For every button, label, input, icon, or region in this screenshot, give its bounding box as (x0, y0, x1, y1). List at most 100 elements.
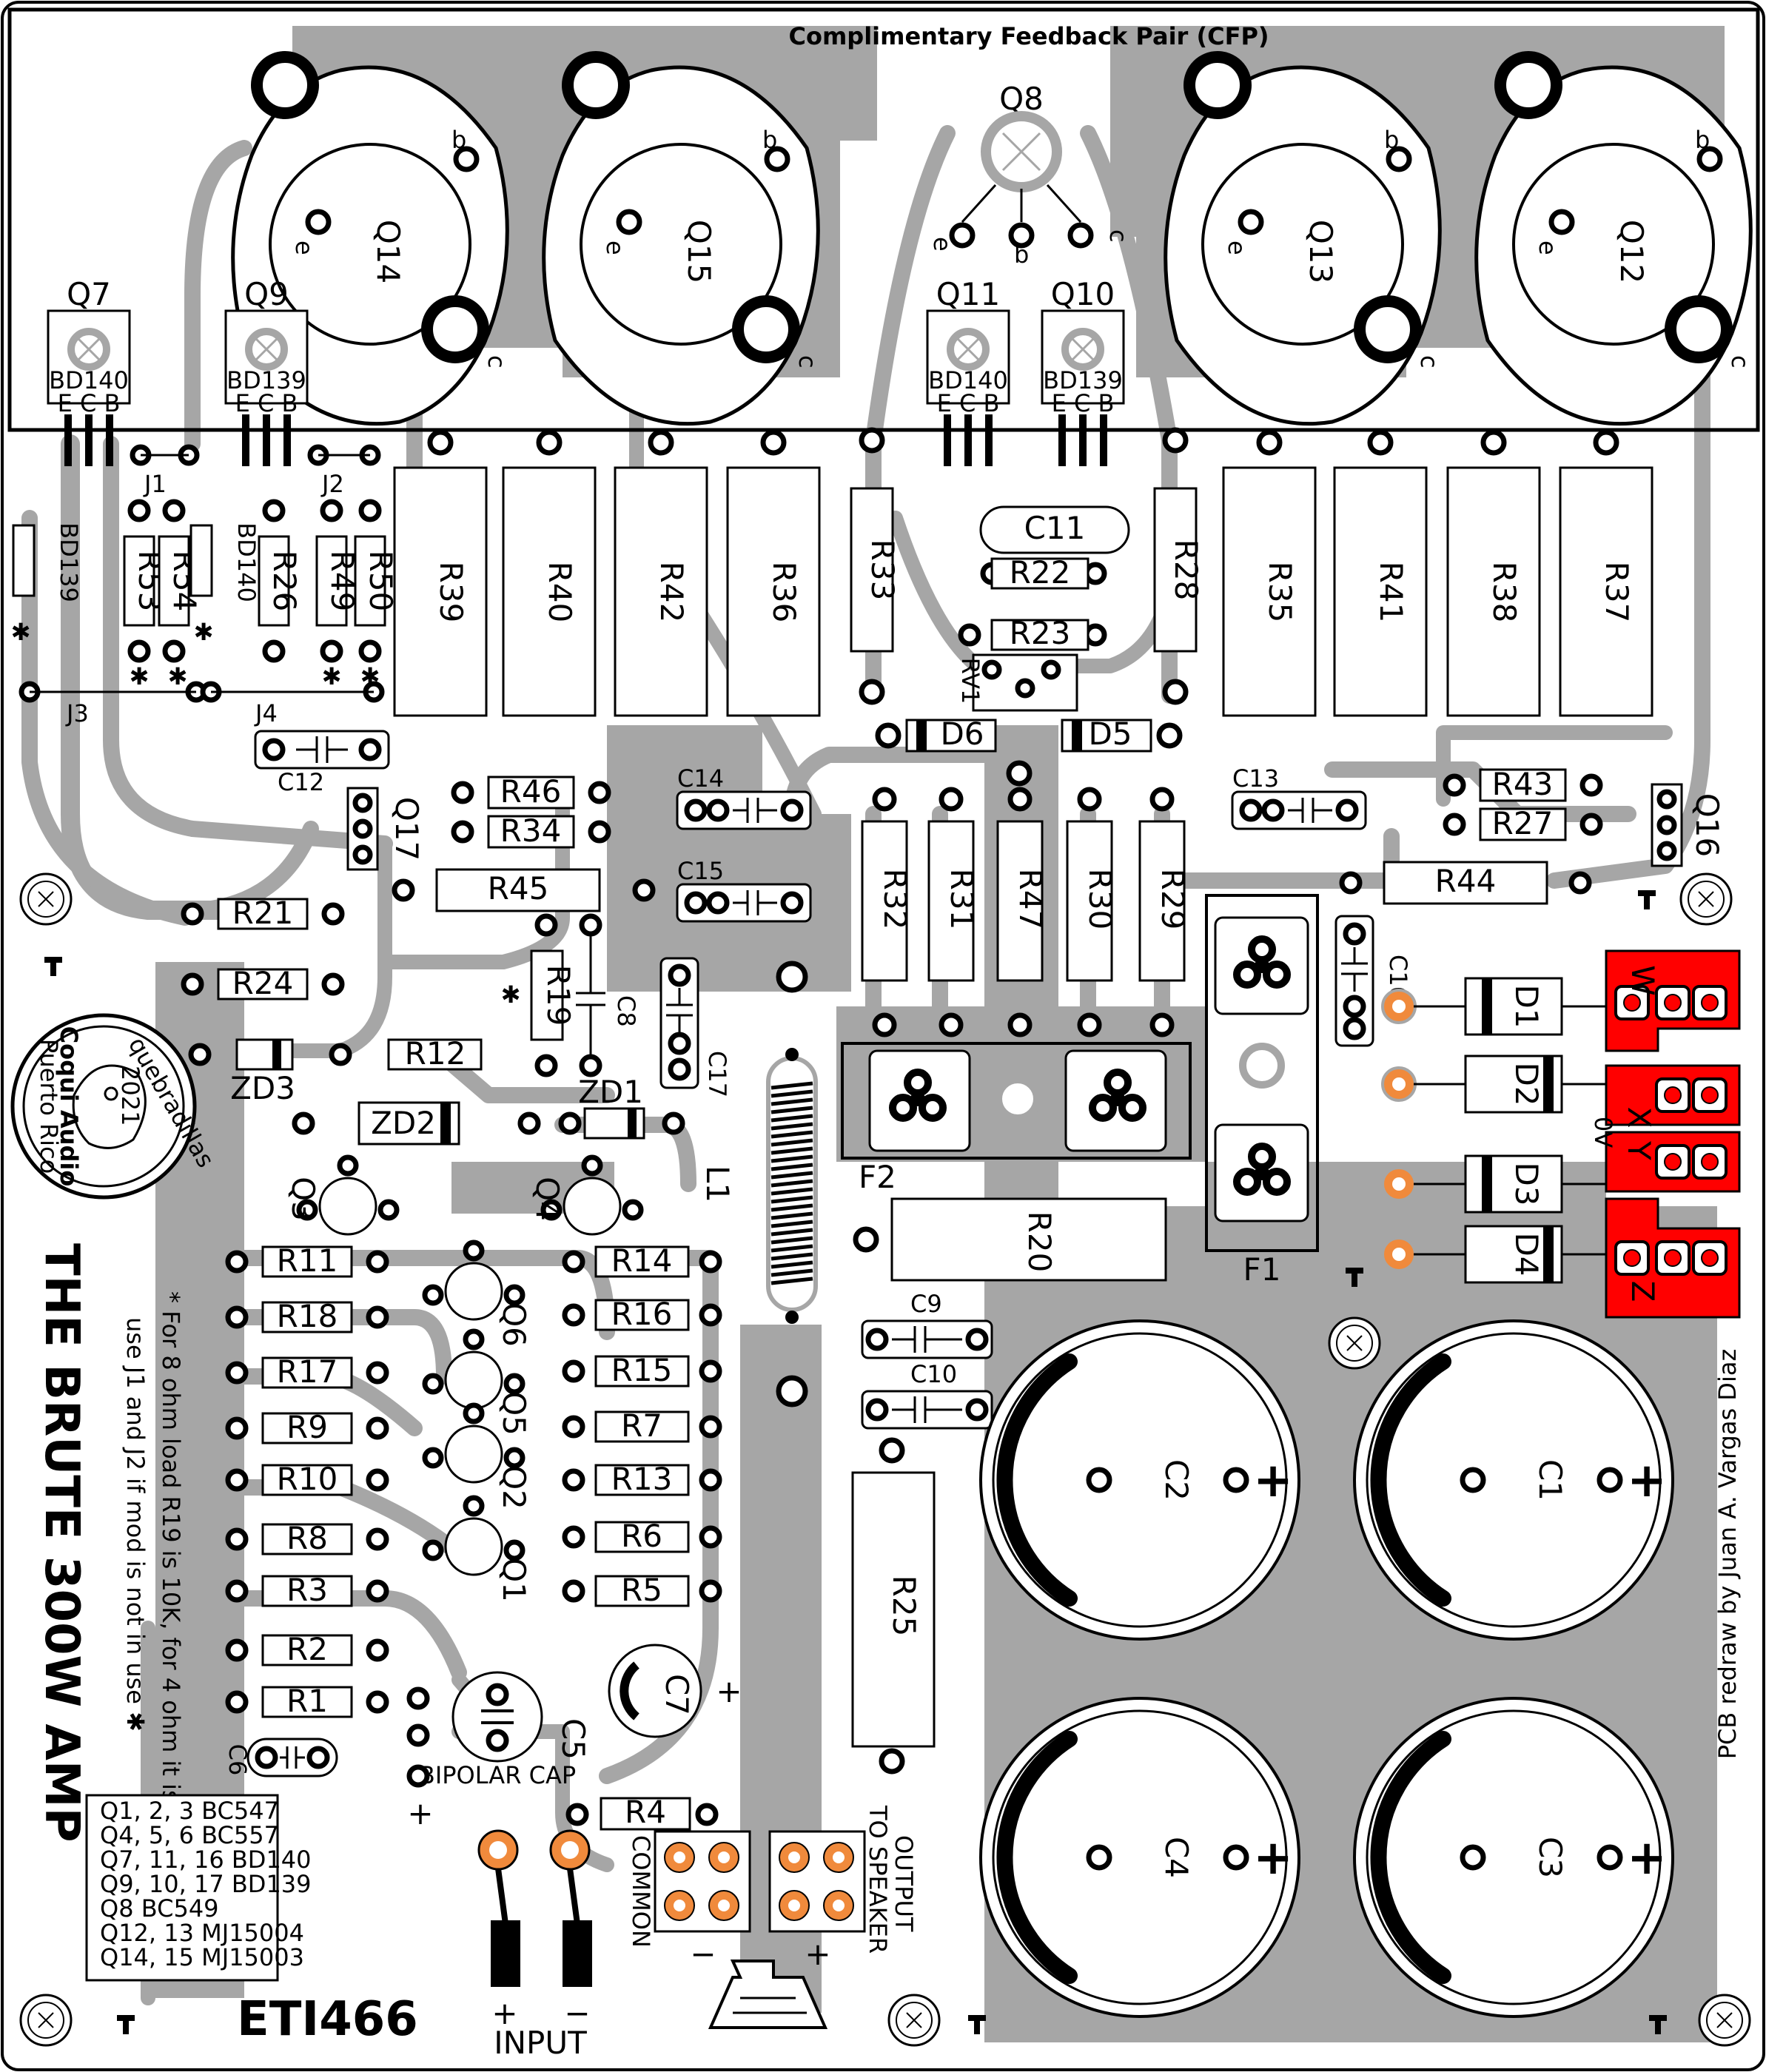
inductor-l1: L1 (699, 961, 818, 1407)
side-bd139-left: BD139 ✱ BD140 ✱ ✱ ✱ ✱ ✱ (11, 522, 380, 690)
q13-pin-e: e (1223, 240, 1251, 255)
input-capacitors: C6 C5 BIPOLAR CAP C7 + + (224, 1644, 742, 1832)
q3-label: Q3 (285, 1177, 321, 1221)
r23-label: R23 (1010, 615, 1071, 651)
q8-pin-b: b (1014, 240, 1029, 269)
jumper-j1: J1 (143, 470, 167, 498)
r10-label: R10 (277, 1461, 338, 1497)
r31-label: R31 (944, 869, 980, 930)
resistor-r3: R3 (225, 1572, 389, 1608)
r35-label: R35 (1262, 562, 1298, 623)
q12-pin-c: c (1726, 355, 1754, 369)
q10-pins: E C B (1052, 389, 1115, 417)
mounting-hole (887, 1994, 941, 2047)
d6-label: D6 (940, 716, 984, 752)
side-transistors: Q17 Q16 (346, 783, 1725, 871)
q15-pin-c: c (793, 355, 822, 369)
resistor-r24: R24 (181, 965, 345, 1001)
q15-label: Q15 (681, 220, 717, 284)
legend-line: Q9, 10, 17 BD139 (100, 1870, 312, 1898)
supply-connector: W X Y 0V Z (1589, 949, 1741, 1319)
r19-label: R19 (540, 965, 577, 1026)
bias-network: R33 R28 C11 R22 R23 RV1 (850, 427, 1204, 712)
c4-label: C4 (1158, 1837, 1195, 1878)
q15-pin-e: e (601, 240, 629, 255)
q4-label: Q4 (529, 1177, 565, 1221)
q11-type: BD140 (928, 366, 1008, 394)
r17-label: R17 (277, 1353, 338, 1390)
resistor-r7: R7 (562, 1407, 722, 1444)
r20-resistor: R20 (853, 1197, 1167, 1282)
resistor-r47: R47 (996, 787, 1049, 1037)
resistor-r13: R13 (562, 1461, 722, 1497)
c12-label: C12 (278, 768, 324, 796)
r14-label: R14 (611, 1242, 673, 1279)
side-tag-left: BD139 (55, 522, 83, 602)
resistor-r21: R21 (181, 895, 345, 931)
r21-label: R21 (232, 895, 294, 931)
r4-label: R4 (625, 1794, 666, 1830)
q17-label: Q17 (389, 797, 425, 861)
resistor-r26: R26 (258, 499, 303, 663)
mounting-holes (19, 872, 1751, 2047)
c7-label: C7 (659, 1674, 695, 1715)
output-label: OUTPUT (890, 1835, 918, 1932)
resistor-r42: R42 (614, 429, 708, 717)
star-mark-2: ✱ (194, 618, 214, 646)
r45-label: R45 (488, 870, 549, 906)
q10-label: Q10 (1051, 276, 1115, 312)
c3-plus: + (1627, 1831, 1667, 1886)
q13-label: Q13 (1303, 220, 1339, 284)
r9-label: R9 (286, 1409, 328, 1445)
logo-place: Puerto Rico (35, 1039, 63, 1174)
legend-line: Q4, 5, 6 BC557 (100, 1821, 279, 1849)
q13-pin-c: c (1415, 355, 1443, 369)
resistor-r2: R2 (225, 1631, 389, 1667)
r43-label: R43 (1492, 766, 1554, 802)
q11-label: Q11 (936, 276, 1001, 312)
q8-label: Q8 (999, 81, 1044, 117)
mounting-hole (1698, 1994, 1751, 2047)
f1-label: F1 (1243, 1251, 1281, 1288)
screw-icon (1649, 2015, 1667, 2034)
star-mark-4: ✱ (168, 662, 188, 690)
diode-d3: D3 (1381, 1154, 1614, 1214)
c6-label: C6 (224, 1744, 252, 1776)
resistor-r50: R50 (354, 499, 399, 663)
q12-label: Q12 (1614, 220, 1650, 284)
r40-label: R40 (542, 562, 578, 623)
q11-pins: E C B (937, 389, 1000, 417)
terminal-y: Y (1621, 1140, 1657, 1160)
frog-icon (72, 1064, 147, 1149)
c2-label: C2 (1158, 1459, 1195, 1501)
c7-plus: + (716, 1673, 742, 1709)
r12-label: R12 (405, 1035, 466, 1072)
terminal-w: W (1625, 965, 1661, 996)
r20-label: R20 (1021, 1211, 1058, 1273)
r13-label: R13 (611, 1461, 673, 1497)
q8-pin-e: e (928, 237, 956, 252)
q15-pin-b: b (762, 126, 777, 154)
c8-label: C8 (612, 995, 640, 1027)
capacitor-c3: C3+ (1353, 1697, 1674, 2018)
jumper-j3: J3 (65, 699, 89, 727)
output-label-2: TO SPEAKER (864, 1805, 892, 1954)
board-title: THE BRUTE 300W AMP (34, 1243, 89, 1843)
resistor-r37: R37 (1559, 429, 1653, 717)
mounting-hole (19, 1994, 73, 2047)
r1-label: R1 (286, 1683, 328, 1719)
transistor-q1: Q1 (422, 1495, 532, 1602)
terminal-0v: 0V (1589, 1117, 1617, 1148)
resistor-r9: R9 (225, 1409, 389, 1445)
board-id: ETI466 (237, 1992, 418, 2047)
diode-d4: D4 (1381, 1225, 1614, 1284)
r4-resistor: R4 (565, 1794, 719, 1831)
r28-label: R28 (1168, 539, 1204, 601)
resistor-r36: R36 (726, 429, 821, 717)
